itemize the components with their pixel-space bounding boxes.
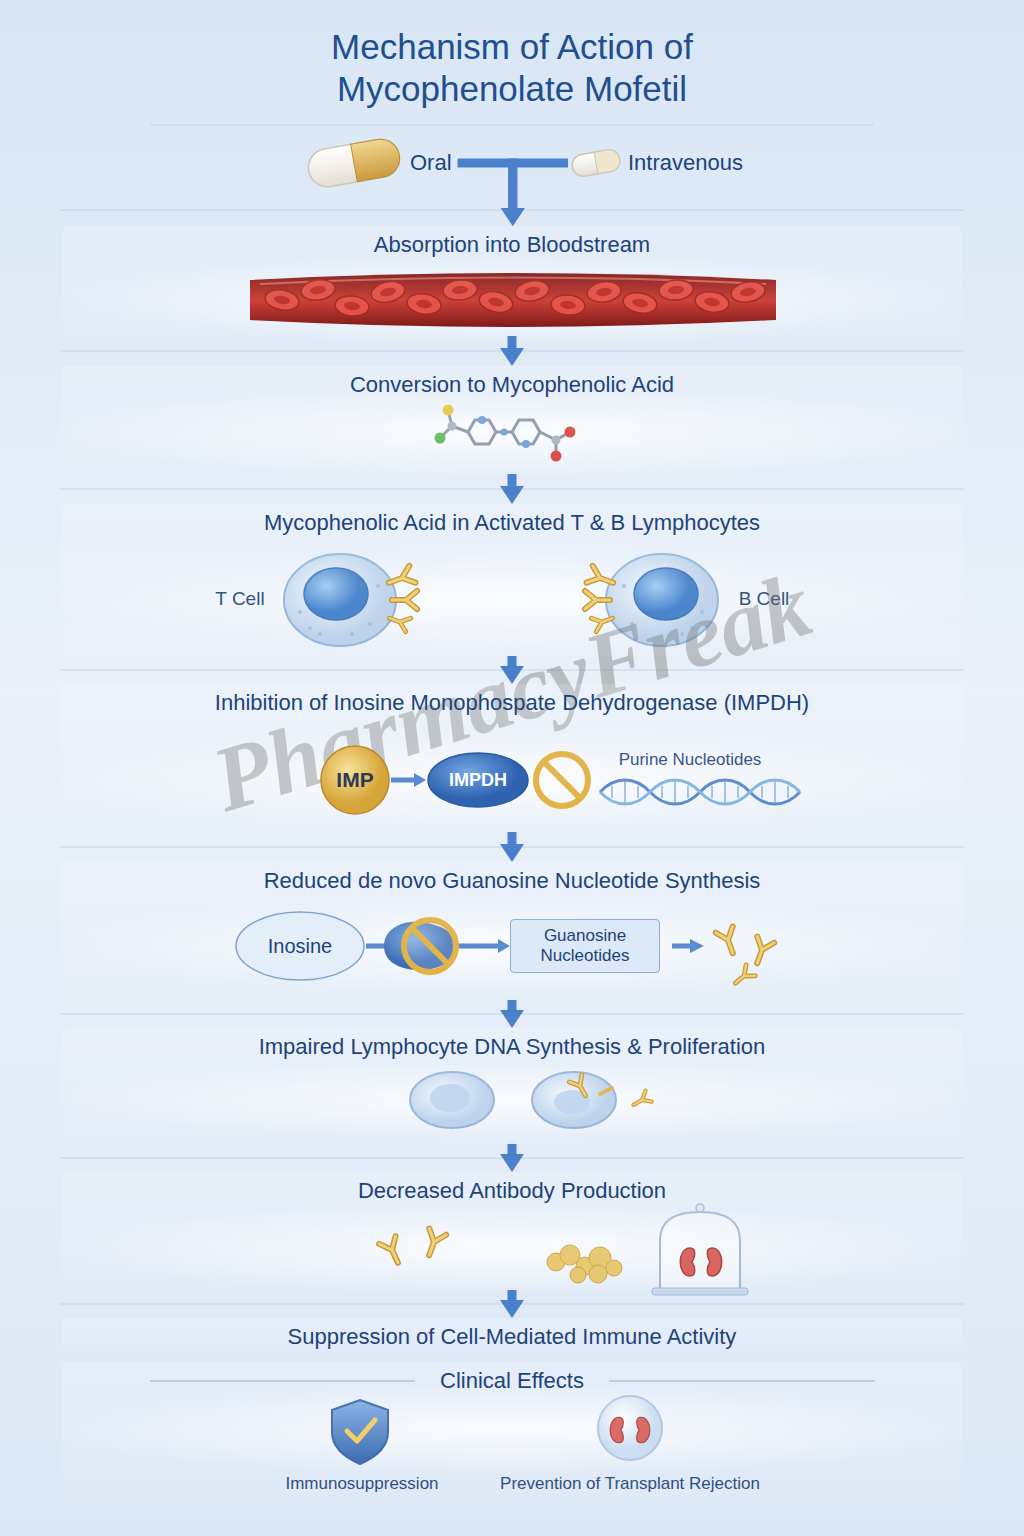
- product-box: Guanosine Nucleotides: [510, 919, 660, 974]
- step-band: Clinical Effects: [62, 1362, 962, 1512]
- step-band: Conversion to Mycophenolic Acid: [62, 366, 962, 474]
- flow-arrow: [508, 1144, 517, 1154]
- flow-arrow: [508, 832, 517, 844]
- step-band: Decreased Antibody Production: [62, 1172, 962, 1290]
- node-text: IMPDH: [449, 770, 507, 791]
- step-band: Reduced de novo Guanosine Nucleotide Syn…: [62, 862, 962, 1000]
- substrate-ellipse: Inosine: [234, 910, 366, 982]
- section-divider: [60, 210, 964, 211]
- step-band: Impaired Lymphocyte DNA Synthesis & Prol…: [62, 1028, 962, 1144]
- node-outline: [321, 746, 389, 814]
- section-divider: [60, 1014, 964, 1015]
- step-heading: Conversion to Mycophenolic Acid: [62, 366, 962, 398]
- step-heading: Absorption into Bloodstream: [62, 226, 962, 258]
- step-band: Suppression of Cell-Mediated Immune Acti…: [62, 1318, 962, 1352]
- node-text: Inosine: [268, 935, 333, 958]
- section-divider: [60, 1158, 964, 1159]
- section-divider: [60, 847, 964, 848]
- node-text: Guanosine Nucleotides: [523, 926, 647, 967]
- iv-capsule: [570, 148, 621, 178]
- step-heading: Inhibition of Inosine Monophospate Dehyd…: [62, 684, 962, 716]
- oral-capsule: [305, 136, 402, 189]
- node-outline: [236, 912, 364, 980]
- step-heading: Reduced de novo Guanosine Nucleotide Syn…: [62, 862, 962, 894]
- flow-arrow: [508, 336, 517, 348]
- section-divider: [60, 1304, 964, 1305]
- step-band: Inhibition of Inosine Monophospate Dehyd…: [62, 684, 962, 832]
- step-heading: Clinical Effects: [62, 1362, 962, 1394]
- section-divider: [60, 125, 964, 1304]
- flow-arrow: [508, 474, 517, 486]
- route-label: Oral: [305, 138, 458, 188]
- section-divider: [60, 489, 964, 490]
- oral-capsule: [351, 136, 403, 181]
- substrate-circle: IMP: [319, 744, 391, 816]
- diagram-title: Mechanism of Action of Mycophenolate Mof…: [232, 26, 792, 110]
- oral-capsule: [305, 136, 402, 189]
- flow-arrow: [458, 163, 513, 208]
- flow-arrow: [508, 1000, 517, 1010]
- step-heading: Suppression of Cell-Mediated Immune Acti…: [62, 1318, 962, 1350]
- node-outline: [428, 753, 528, 807]
- node-text: Oral: [410, 150, 452, 176]
- step-band: Absorption into Bloodstream: [62, 226, 962, 336]
- section-divider: [150, 125, 874, 126]
- enzyme-blob: IMPDH: [426, 751, 530, 809]
- section-glow: [42, 253, 982, 1476]
- flow-arrow: [513, 163, 568, 208]
- flow-arrow: [508, 1290, 517, 1300]
- step-heading: Mycophenolic Acid in Activated T & B Lym…: [62, 504, 962, 536]
- step-band: Mycophenolic Acid in Activated T & B Lym…: [62, 504, 962, 656]
- iv-capsule: [594, 148, 621, 174]
- node-text: Intravenous: [628, 150, 743, 176]
- section-divider: [60, 351, 964, 352]
- iv-capsule: [570, 148, 621, 178]
- node-text: IMP: [336, 768, 373, 792]
- step-heading: Impaired Lymphocyte DNA Synthesis & Prol…: [62, 1028, 962, 1060]
- route-label: Intravenous: [568, 138, 749, 188]
- step-heading: Decreased Antibody Production: [62, 1172, 962, 1204]
